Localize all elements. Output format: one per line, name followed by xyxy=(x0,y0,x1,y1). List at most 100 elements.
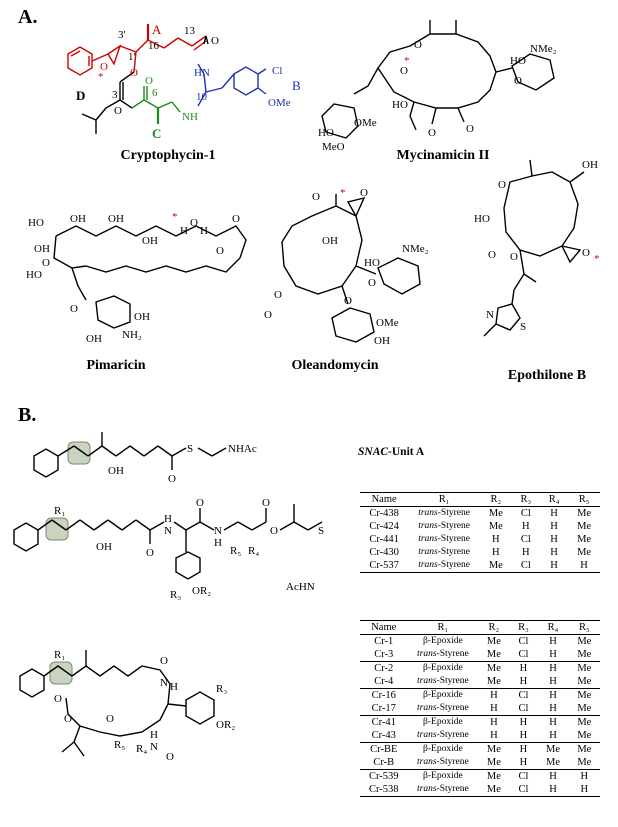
svg-text:O: O xyxy=(190,217,198,229)
svg-text:*: * xyxy=(594,253,600,265)
svg-text:O: O xyxy=(166,751,174,763)
cell-name: Cr-537 xyxy=(360,559,409,573)
svg-text:OH: OH xyxy=(134,311,150,323)
cell-r4: H xyxy=(539,559,569,573)
svg-text:16: 16 xyxy=(148,40,160,52)
cell-r4: H xyxy=(550,534,558,545)
svg-text:NMe₂: NMe₂ xyxy=(402,243,429,255)
cell-r4: H xyxy=(550,508,558,519)
table-header-row: Name R₁ R₂ R₃ R₄ R₅ xyxy=(360,620,600,635)
cell-r2: H xyxy=(478,702,510,716)
svg-text:NH: NH xyxy=(182,111,198,123)
table-header-row: Name R₁ R₂ R₃ R₄ R₅ xyxy=(360,492,600,507)
svg-text:R₄: R₄ xyxy=(248,545,259,557)
svg-text:HO: HO xyxy=(26,269,42,281)
svg-text:OH: OH xyxy=(86,333,102,345)
cell-r4: H xyxy=(549,636,557,647)
snac-prefix: SNAC xyxy=(358,446,389,458)
cell-r1: β-Epoxide xyxy=(423,663,463,673)
cell-r2: H xyxy=(492,547,500,558)
cell-r3: H xyxy=(522,547,530,558)
cell-r5: Me xyxy=(577,744,592,755)
unit-c-label: C xyxy=(152,126,161,141)
svg-text:*: * xyxy=(340,187,346,199)
cell-r3: H xyxy=(509,675,538,689)
header-r2: R₂ xyxy=(479,492,512,507)
snac-unit-a-label: SNAC-Unit A xyxy=(358,446,424,458)
svg-text:6: 6 xyxy=(152,87,158,99)
header-name: Name xyxy=(360,620,408,635)
svg-text:OH: OH xyxy=(374,335,390,347)
cell-r4: Me xyxy=(545,744,560,755)
svg-text:O: O xyxy=(42,257,50,269)
svg-text:O: O xyxy=(106,713,114,725)
svg-text:H: H xyxy=(214,537,222,549)
svg-text:O: O xyxy=(160,655,168,667)
cell-r5: Me xyxy=(577,636,592,647)
svg-text:O: O xyxy=(270,525,278,537)
svg-text:O: O xyxy=(168,473,176,485)
svg-text:OH: OH xyxy=(322,235,338,247)
svg-text:*: * xyxy=(98,71,104,83)
svg-text:R₃: R₃ xyxy=(170,589,181,601)
header-r5: R₅ xyxy=(568,620,600,635)
cell-r3: Cl xyxy=(520,534,531,545)
svg-text:*: * xyxy=(172,211,178,223)
header-r3: R₃ xyxy=(509,620,538,635)
svg-text:OMe: OMe xyxy=(354,117,377,129)
snac-unit-a-structure: OH O S NHAc xyxy=(33,432,257,485)
cell-name: Cr-438 xyxy=(369,508,399,519)
cell-r1: β-Epoxide xyxy=(423,744,463,754)
svg-text:3': 3' xyxy=(118,29,126,41)
svg-text:NMe₂: NMe₂ xyxy=(530,43,557,55)
oleandomycin-name: Oleandomycin xyxy=(291,358,379,373)
cell-name: Cr-BE xyxy=(370,744,398,755)
svg-text:OH: OH xyxy=(70,213,86,225)
cell-r3: Cl xyxy=(509,783,538,797)
cell-r2: Me xyxy=(478,675,510,689)
svg-text:OH: OH xyxy=(96,541,112,553)
cell-r3: Cl xyxy=(509,702,538,716)
cell-name: Cr-2 xyxy=(374,663,394,674)
cell-name: Cr-441 xyxy=(369,534,399,545)
svg-text:R₁: R₁ xyxy=(54,649,65,661)
cell-r4: H xyxy=(550,521,558,532)
cell-r5: Me xyxy=(577,663,592,674)
cell-r2: Me xyxy=(486,744,501,755)
svg-text:O: O xyxy=(211,35,219,47)
svg-text:R₅: R₅ xyxy=(230,545,241,557)
header-r4: R₄ xyxy=(537,620,569,635)
section-a-label: A. xyxy=(18,6,38,28)
svg-text:OR₂: OR₂ xyxy=(192,585,211,597)
cell-name: Cr-538 xyxy=(360,783,408,797)
svg-text:O: O xyxy=(64,713,72,725)
cell-name: Cr-1 xyxy=(374,636,394,647)
cell-r1: trans-Styrene xyxy=(407,648,479,662)
cell-r1: β-Epoxide xyxy=(423,717,463,727)
linear-cr-structure: R₁ OH O H N O N H R₅ R₄ O O S AcHN R₃ OR… xyxy=(13,497,324,601)
svg-text:R₄: R₄ xyxy=(136,743,147,755)
svg-text:O: O xyxy=(232,213,240,225)
cell-r3: H xyxy=(519,663,528,674)
cell-r3: H xyxy=(509,756,538,770)
cell-r4: H xyxy=(537,702,569,716)
svg-text:NHAc: NHAc xyxy=(228,443,257,455)
cell-r1: trans-Styrene xyxy=(418,521,470,531)
header-r2: R₂ xyxy=(478,620,510,635)
cell-r1: trans-Styrene xyxy=(407,783,479,797)
svg-text:H: H xyxy=(180,225,188,237)
svg-text:O: O xyxy=(274,289,282,301)
svg-text:13: 13 xyxy=(184,25,196,37)
svg-text:O: O xyxy=(70,303,78,315)
svg-text:H: H xyxy=(170,681,178,693)
cell-r2: Me xyxy=(488,508,503,519)
cell-r5: Me xyxy=(577,521,592,532)
